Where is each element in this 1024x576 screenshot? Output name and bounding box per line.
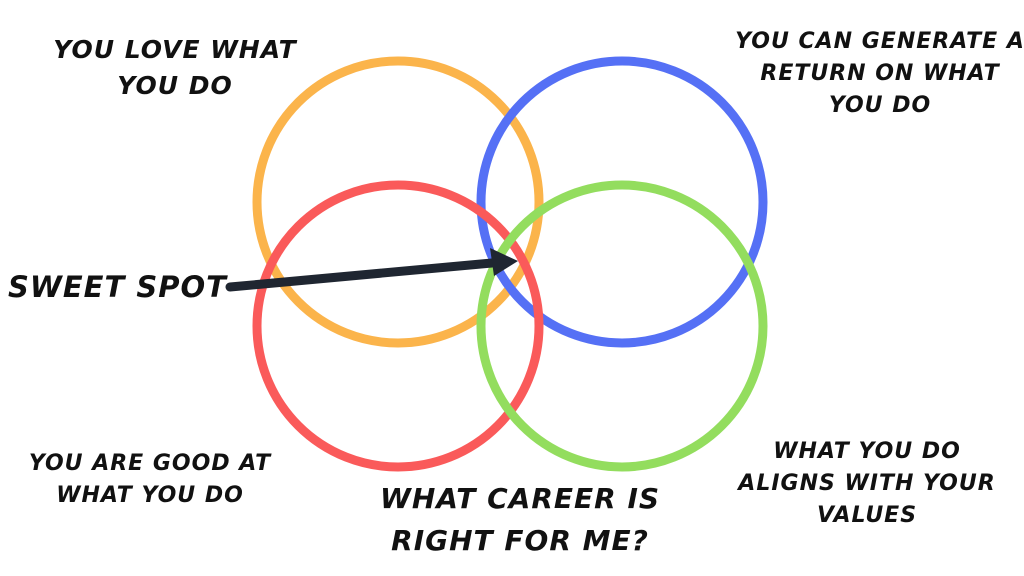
good-label: You Are good at what you do xyxy=(28,451,272,508)
values-label: What you do aligns with your values xyxy=(738,439,996,528)
good-circle xyxy=(252,180,544,472)
sweet-spot-arrow-shaft xyxy=(225,258,497,292)
sweet-spot-arrow-head xyxy=(490,248,518,276)
love-circle xyxy=(252,56,544,348)
love-label: You Love What You Do xyxy=(53,35,297,101)
values-circle xyxy=(476,180,768,472)
career-question-title: What career is right for Me? xyxy=(379,482,661,557)
return-circle xyxy=(476,56,768,348)
return-label: you can generate a return on what you do xyxy=(735,29,1024,118)
sweet-spot-label: Sweet spot xyxy=(8,270,227,304)
